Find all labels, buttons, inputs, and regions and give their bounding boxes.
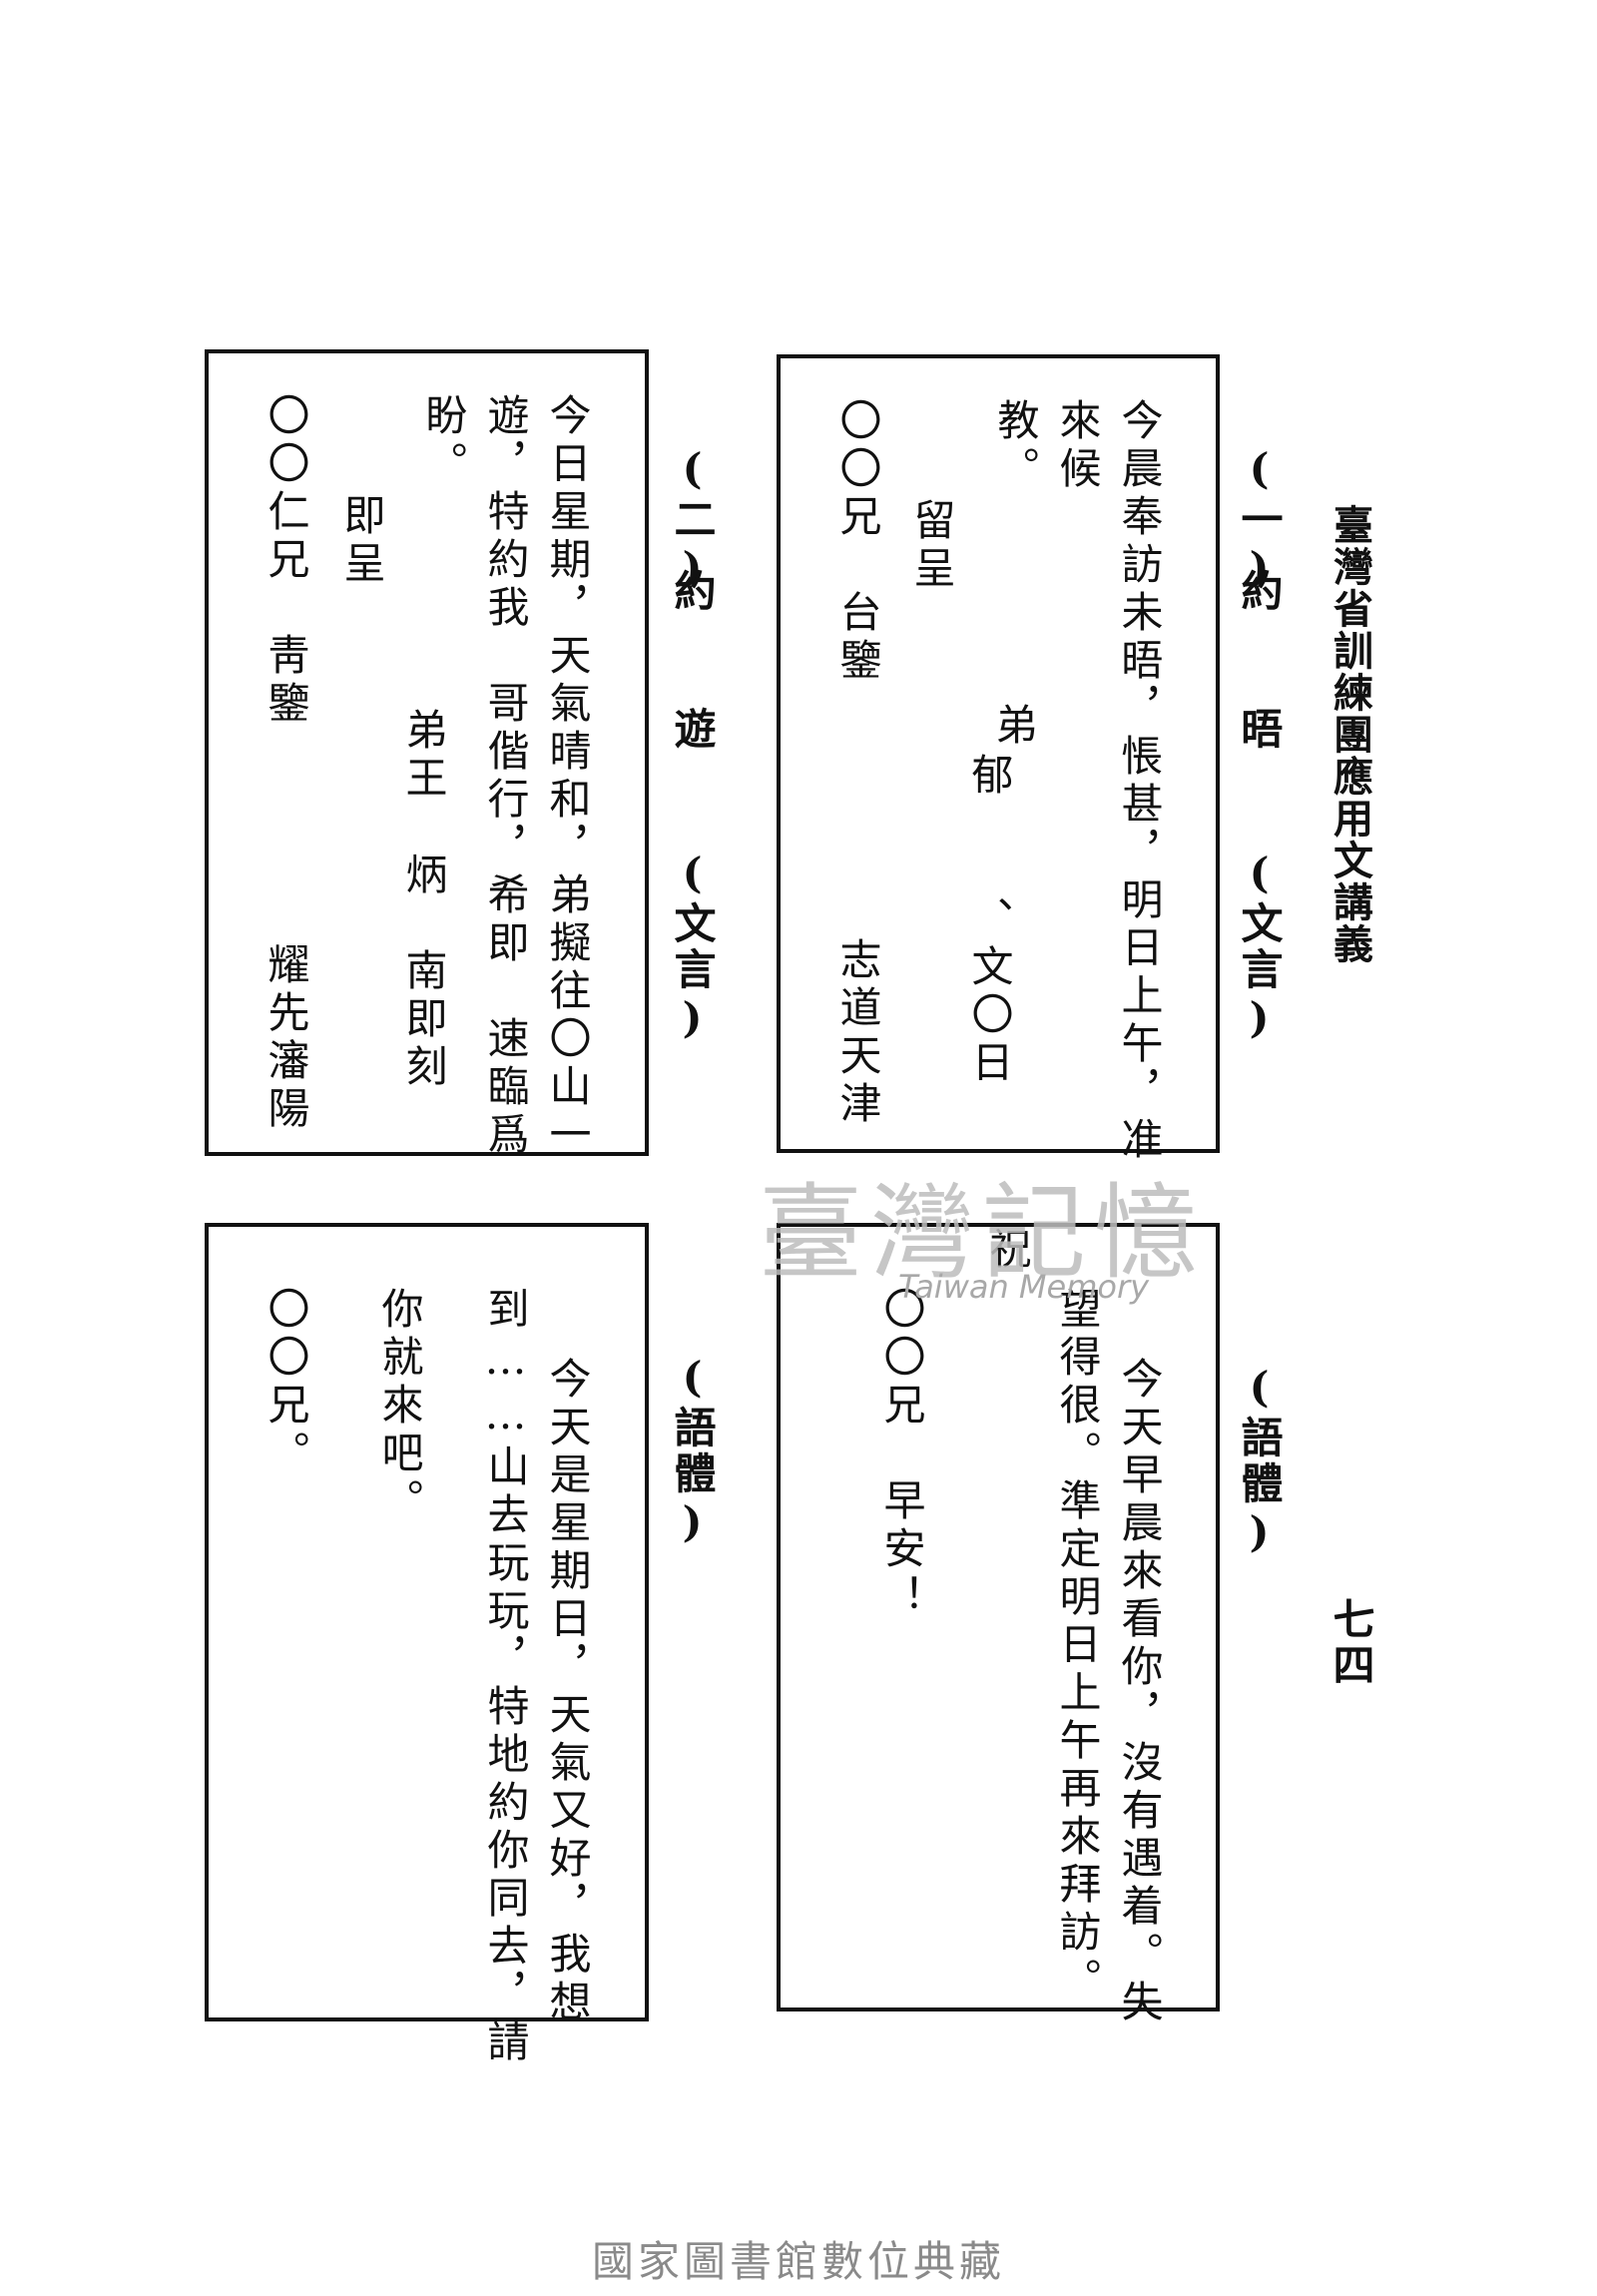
- letter2-yuti-col4: 〇〇兄。: [262, 1287, 310, 1478]
- letter1-body-col1: 今晨奉訪未晤，悵甚，明日上午，准: [1115, 398, 1164, 1165]
- letter1-sender-name: 志道天津: [833, 937, 882, 1129]
- letter2-signer-b: 炳 南即刻: [399, 853, 448, 1092]
- letter1-style: (文言): [1235, 849, 1284, 1046]
- letter1-number: (一): [1235, 444, 1284, 596]
- letter1-signer-a: 弟: [989, 703, 1038, 751]
- letter2-style: (文言): [668, 849, 717, 1046]
- running-header: 臺灣省訓練團應用文講義: [1327, 504, 1373, 965]
- letter2-signer-a: 弟王: [399, 708, 448, 804]
- letter2-body-col3: 盼。: [419, 393, 468, 489]
- letter2-yuti-box: 今天是星期日，天氣又好，我想 到……山去玩玩，特地約你同去，請 你就來吧。 〇〇…: [205, 1223, 649, 2067]
- letter2-number: (二): [668, 444, 717, 596]
- letter2-yuti-col2: 到……山去玩玩，特地約你同去，請: [481, 1287, 530, 2067]
- letter1-yuti-box: 今天早晨來看你，沒有遇着。失 望得很。準定明日上午再來拜訪。 祝 〇〇兄 早安！: [777, 1223, 1220, 2027]
- letter2-note: 即呈: [337, 493, 386, 589]
- letter1-yuti-col1: 今天早晨來看你，沒有遇着。失: [1115, 1357, 1164, 2027]
- letter2-sender-name: 耀先瀋陽: [262, 942, 310, 1134]
- letter2-yuti-label: (語體): [668, 1353, 717, 1550]
- letter1-yuti-col3: 祝: [983, 1227, 1032, 1275]
- letter1-yuti-col4: 〇〇兄 早安！: [877, 1287, 926, 1622]
- letter1-body-col3: 教。: [991, 398, 1040, 494]
- letter2-wenyan-box: 今日星期，天氣晴和，弟擬往〇山一 遊，特約我 哥偕行，希即 速臨爲 盼。 弟王 …: [205, 349, 649, 1160]
- letter1-yuti-label: (語體): [1235, 1363, 1284, 1560]
- letter1-note: 留呈: [907, 498, 956, 594]
- footer-archive-label: 國家圖書館數位典藏: [591, 2237, 1005, 2286]
- taiwan-memory-watermark: 臺灣記憶: [759, 1172, 1207, 1294]
- letter2-body-col2: 遊，特約我 哥偕行，希即 速臨爲: [481, 393, 530, 1160]
- taiwan-memory-watermark-en: Taiwan Memory: [898, 1268, 1150, 1306]
- letter2-yuti-col1: 今天是星期日，天氣又好，我想: [543, 1357, 592, 2027]
- letter2-body-col1: 今日星期，天氣晴和，弟擬往〇山一: [543, 393, 592, 1160]
- letter1-yuti-col2: 望得很。準定明日上午再來拜訪。: [1053, 1287, 1102, 2006]
- letter2-recipient: 〇〇仁兄 靑鑒: [262, 393, 310, 729]
- letter1-wenyan-box: 今晨奉訪未晤，悵甚，明日上午，准 來候 教。 弟 郁 、文〇日 留呈 〇〇兄 台…: [777, 354, 1220, 1165]
- page-number: 七四: [1327, 1597, 1375, 1689]
- letter1-signer-b: 郁 、文〇日: [965, 753, 1014, 1088]
- letter1-body-col2: 來候: [1053, 398, 1102, 494]
- letter2-yuti-col3: 你就來吧。: [375, 1287, 424, 1526]
- letter1-title: 約 晤: [1235, 569, 1284, 753]
- letter1-recipient: 〇〇兄 台鑒: [833, 398, 882, 686]
- letter2-title: 約 遊: [668, 569, 717, 753]
